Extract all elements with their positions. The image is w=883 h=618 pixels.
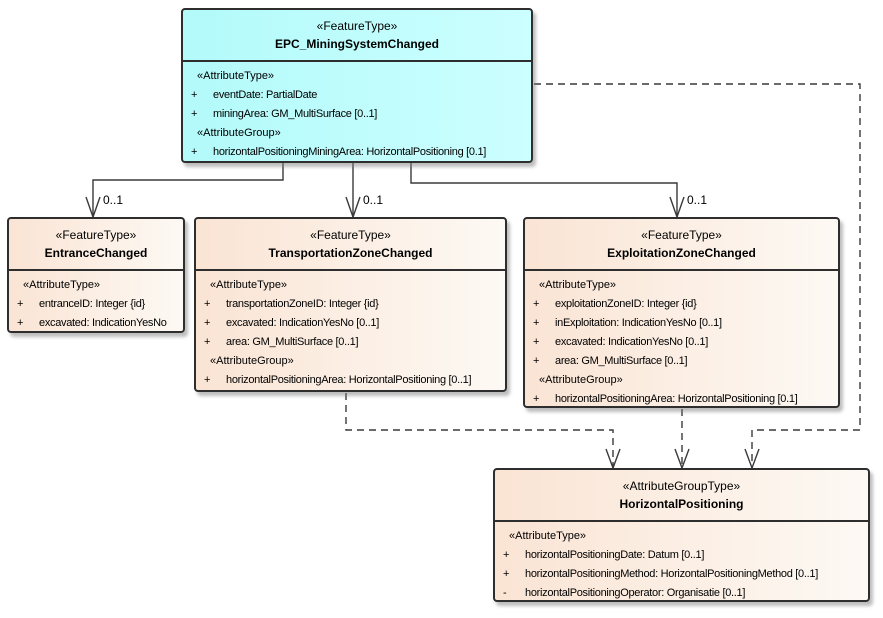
class-stereotype: «FeatureType» (641, 228, 722, 242)
class-name: EPC_MiningSystemChanged (274, 37, 440, 51)
attribute-text: area: GM_MultiSurface [0..1] (226, 336, 359, 348)
visibility-marker: + (204, 317, 211, 329)
multiplicity-label: 0..1 (687, 193, 708, 207)
attribute-row: + horizontalPositioningMiningArea: Horizo… (183, 143, 531, 162)
class-epc-mining-system-changed[interactable]: «FeatureType» EPC_MiningSystemChanged «A… (181, 8, 533, 163)
class-attributes: «AttributeType» + horizontalPositioningDa… (495, 520, 868, 603)
stereotype-heading: «AttributeGroup» (539, 374, 623, 386)
attribute-row: + excavated: IndicationYesNo [0..1] (196, 314, 505, 333)
class-header: «AttributeGroupType» HorizontalPositioni… (495, 470, 868, 520)
attribute-text: horizontalPositioningDate: Datum [0..1] (525, 549, 705, 561)
class-name: ExploitationZoneChanged (607, 246, 756, 260)
attribute-text: eventDate: PartialDate (213, 89, 318, 101)
attribute-row: + horizontalPositioningArea: HorizontalPo… (525, 390, 838, 409)
visibility-marker: + (533, 336, 540, 348)
visibility-marker: + (204, 374, 211, 386)
stereotype-heading: «AttributeGroup» (197, 127, 281, 139)
visibility-marker: + (191, 89, 198, 101)
attribute-row: + entranceID: Integer {id} (9, 295, 183, 314)
stereotype-heading: «AttributeType» (197, 70, 275, 82)
visibility-marker: + (191, 146, 198, 158)
visibility-marker: + (533, 393, 540, 405)
class-name: TransportationZoneChanged (268, 246, 433, 260)
dependency-epc-to-horizontalpositioning[interactable] (534, 83, 861, 468)
attribute-text: transportationZoneID: Integer {id} (226, 298, 379, 310)
attribute-row: + inExploitation: IndicationYesNo [0..1] (525, 314, 838, 333)
attribute-row: + horizontalPositioningArea: HorizontalPo… (196, 371, 505, 390)
attribute-text: exploitationZoneID: Integer {id} (555, 298, 697, 310)
attribute-row: + excavated: IndicationYesNo [0..1] (525, 333, 838, 352)
visibility-marker: + (533, 317, 540, 329)
class-attributes: «AttributeType» + exploitationZoneID: Int… (525, 269, 838, 409)
visibility-marker: + (533, 355, 540, 367)
stereotype-heading: «AttributeGroup» (210, 355, 294, 367)
attribute-text: entranceID: Integer {id} (39, 298, 145, 310)
attribute-row: + transportationZoneID: Integer {id} (196, 295, 505, 314)
visibility-marker: + (191, 108, 198, 120)
multiplicity-label: 0..1 (363, 193, 384, 207)
attribute-row: + area: GM_MultiSurface [0..1] (525, 352, 838, 371)
association-epc-to-exploitationzone[interactable] (410, 163, 678, 217)
class-header: «FeatureType» EPC_MiningSystemChanged (183, 10, 531, 60)
attribute-row: + miningArea: GM_MultiSurface [0..1] (183, 105, 531, 124)
attribute-row: + excavated: IndicationYesNo (9, 314, 183, 333)
class-horizontal-positioning[interactable]: «AttributeGroupType» HorizontalPositioni… (493, 468, 870, 602)
stereotype-heading: «AttributeType» (23, 279, 101, 291)
class-stereotype: «AttributeGroupType» (622, 479, 741, 493)
stereotype-heading: «AttributeType» (210, 279, 288, 291)
visibility-marker: + (503, 568, 510, 580)
dependency-transportationzone-to-horizontalpositioning[interactable] (345, 393, 614, 468)
class-stereotype: «FeatureType» (310, 228, 391, 242)
class-attributes: «AttributeType» + transportationZoneID: I… (196, 269, 505, 390)
visibility-marker: + (17, 317, 24, 329)
attribute-text: horizontalPositioningMethod: HorizontalP… (525, 568, 818, 580)
class-entrance-changed[interactable]: «FeatureType» EntranceChanged «Attribute… (7, 217, 185, 333)
stereotype-heading: «AttributeType» (539, 279, 617, 291)
attribute-text: horizontalPositioningOperator: Organisat… (525, 587, 746, 599)
visibility-marker: + (17, 298, 24, 310)
class-name: HorizontalPositioning (619, 497, 744, 511)
attribute-row: - horizontalPositioningOperator: Organisa… (495, 584, 868, 603)
visibility-marker: - (503, 587, 507, 599)
class-header: «FeatureType» ExploitationZoneChanged (525, 219, 838, 269)
attribute-text: horizontalPositioningMiningArea: Horizon… (213, 146, 487, 158)
attribute-row: + horizontalPositioningMethod: Horizontal… (495, 565, 868, 584)
attribute-text: horizontalPositioningArea: HorizontalPos… (555, 393, 798, 405)
class-name: EntranceChanged (44, 246, 148, 260)
attribute-text: inExploitation: IndicationYesNo [0..1] (555, 317, 722, 329)
attribute-text: excavated: IndicationYesNo [0..1] (226, 317, 379, 329)
visibility-marker: + (533, 298, 540, 310)
class-attributes: «AttributeType» + entranceID: Integer {id… (9, 269, 183, 333)
attribute-text: area: GM_MultiSurface [0..1] (555, 355, 688, 367)
association-epc-to-entrance[interactable] (92, 163, 284, 217)
attribute-text: horizontalPositioningArea: HorizontalPos… (226, 374, 472, 386)
attribute-row: + area: GM_MultiSurface [0..1] (196, 333, 505, 352)
multiplicity-label: 0..1 (103, 193, 124, 207)
stereotype-heading: «AttributeType» (509, 530, 587, 542)
attribute-text: excavated: IndicationYesNo (39, 317, 167, 329)
visibility-marker: + (503, 549, 510, 561)
class-header: «FeatureType» TransportationZoneChanged (196, 219, 505, 269)
attribute-row: + horizontalPositioningDate: Datum [0..1] (495, 546, 868, 565)
attribute-text: excavated: IndicationYesNo [0..1] (555, 336, 708, 348)
attribute-text: miningArea: GM_MultiSurface [0..1] (213, 108, 378, 120)
attribute-row: + eventDate: PartialDate (183, 86, 531, 105)
class-attributes: «AttributeType» +eventDate: PartialDate … (183, 60, 531, 162)
class-header: «FeatureType» EntranceChanged (9, 219, 183, 269)
class-stereotype: «FeatureType» (55, 228, 137, 242)
attribute-row: + exploitationZoneID: Integer {id} (525, 295, 838, 314)
visibility-marker: + (204, 298, 211, 310)
class-exploitation-zone-changed[interactable]: «FeatureType» ExploitationZoneChanged «A… (523, 217, 840, 408)
visibility-marker: + (204, 336, 211, 348)
class-stereotype: «FeatureType» (316, 19, 398, 33)
class-transportation-zone-changed[interactable]: «FeatureType» TransportationZoneChanged … (194, 217, 507, 392)
